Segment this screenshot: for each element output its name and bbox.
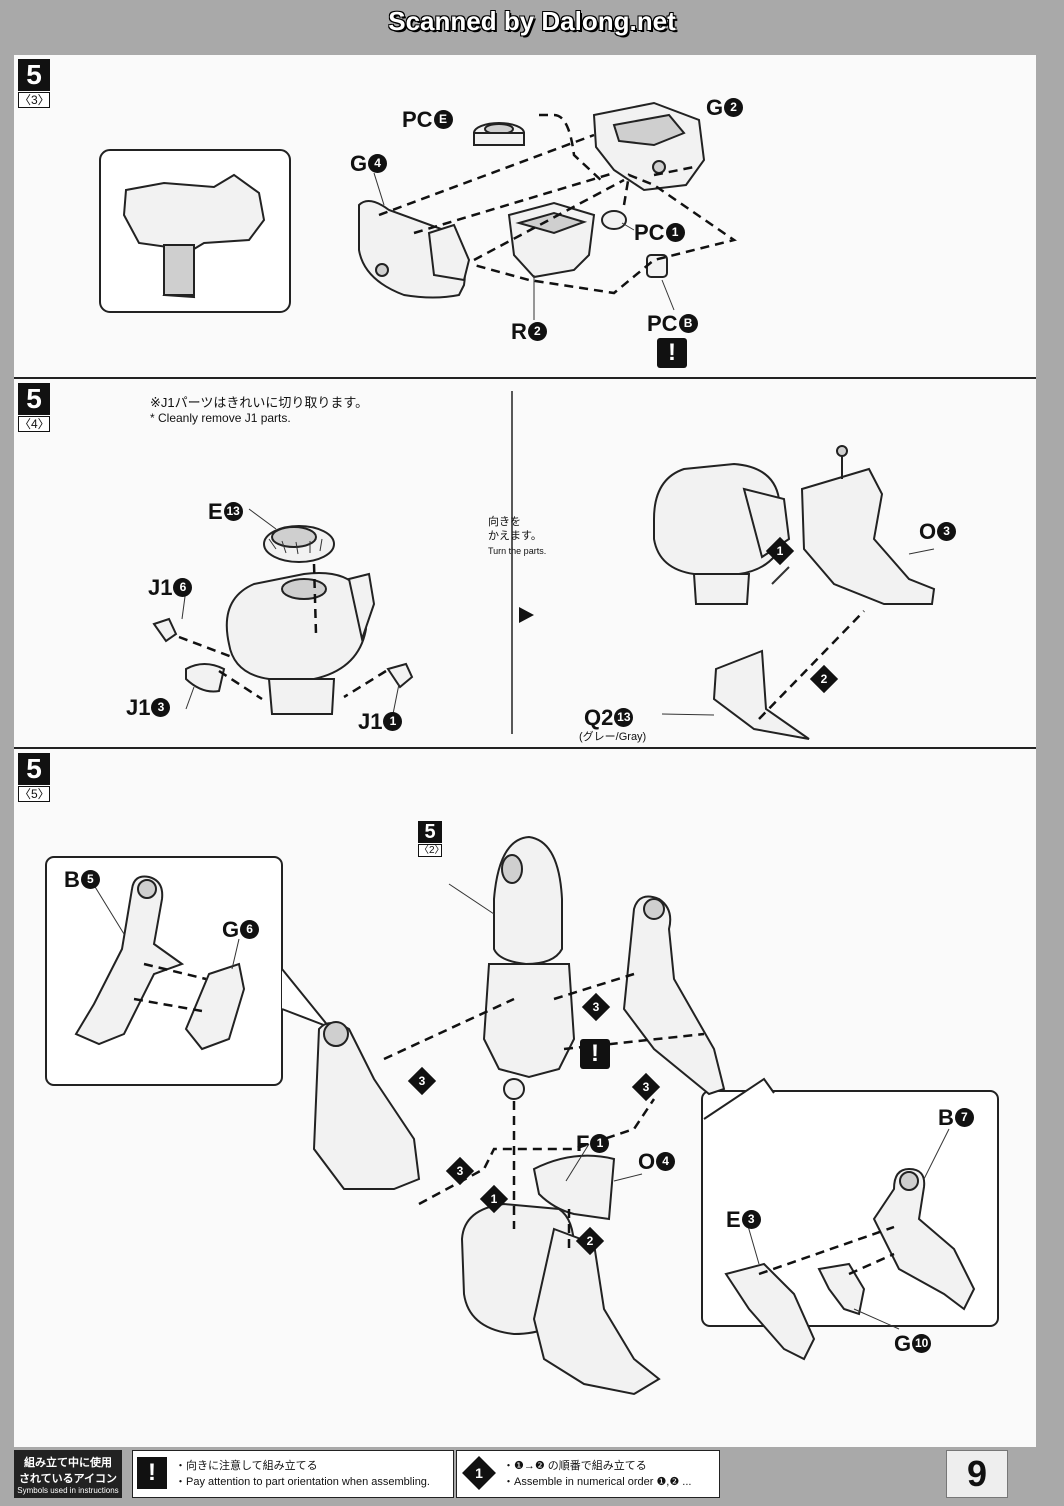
legend-orientation-jp: ・向きに注意して組み立てる: [175, 1460, 318, 1472]
step-1-icon: 1: [765, 536, 795, 566]
warning-icon: !: [137, 1457, 167, 1489]
part-pc-1: [601, 210, 627, 230]
part-j1-6: [152, 617, 178, 643]
orientation-warning-icon: !: [657, 338, 687, 368]
part-g4-hole: [375, 263, 389, 277]
page-number: 9: [946, 1450, 1008, 1498]
part-j1-1: [386, 662, 414, 689]
step-substep: 〈3〉: [18, 92, 50, 108]
legend-orientation-en: ・Pay attention to part orientation when …: [175, 1476, 430, 1488]
reference-step-badge: 5 〈2〉: [418, 821, 445, 857]
step-5-5-panel: 5 〈5〉: [14, 749, 1036, 1447]
part-g6: [184, 962, 246, 1051]
reference-step-number: 5: [418, 821, 442, 843]
part-ball: [503, 1078, 525, 1100]
note-japanese: ※J1パーツはきれいに切り取ります。: [150, 395, 369, 410]
turn-note-en: Turn the parts.: [488, 546, 547, 556]
legend-orientation: ! ・向きに注意して組み立てる ・Pay attention to part o…: [132, 1450, 454, 1498]
step-5-3-panel: 5 〈3〉: [14, 55, 1036, 379]
step-3-icon: 3: [581, 992, 611, 1022]
part-g2: [592, 101, 706, 192]
step-substep: 〈4〉: [18, 416, 50, 432]
step-number: 5: [18, 383, 50, 415]
turn-note-jp-2: かえます。: [488, 530, 542, 542]
step-3-icon: 3: [631, 1072, 661, 1102]
step-5-4-panel: 5 〈4〉 ※J1パーツはきれいに切り取ります。 * Cleanly remov…: [14, 379, 1036, 749]
step-2-icon: 2: [809, 664, 839, 694]
legend-order: 1 ・❶→❷ の順番で組み立てる ・Assemble in numerical …: [456, 1450, 720, 1498]
part-g4-hinge: [427, 223, 471, 282]
step-number: 5: [18, 59, 50, 91]
part-o3: [800, 467, 936, 605]
legend-title-jp-1: 組み立て中に使用: [24, 1457, 112, 1469]
inset-part: [122, 173, 266, 299]
legend-order-en: ・Assemble in numerical order ❶,❷ ...: [503, 1476, 692, 1488]
instruction-page: 5 〈3〉: [14, 55, 1036, 1447]
orientation-warning-icon: !: [580, 1039, 610, 1069]
part-j1-3: [185, 663, 226, 693]
part-b5: [74, 875, 185, 1046]
step-1-icon: 1: [479, 1184, 509, 1214]
scan-credit: Scanned by Dalong.net: [388, 6, 676, 36]
legend-title-jp-2: されているアイコン: [18, 1473, 118, 1485]
symbol-legend: 組み立て中に使用 されているアイコン Symbols used in instr…: [14, 1450, 1036, 1498]
q2-color-note: (グレー/Gray): [579, 731, 647, 743]
part-head-core: [493, 835, 563, 966]
step-number: 5: [18, 753, 50, 785]
part-side-left: [312, 1022, 421, 1190]
inset-peg: [163, 244, 195, 296]
step-5-5-illustration: [45, 835, 999, 1396]
step-3-icon: 3: [407, 1066, 437, 1096]
body-waist: [267, 678, 336, 715]
step-badge: 5 〈5〉: [18, 753, 50, 802]
part-b7: [872, 1167, 976, 1311]
legend-order-jp: ・❶→❷ の順番で組み立てる: [503, 1460, 647, 1472]
part-o3-installed: [532, 1227, 661, 1396]
part-e3: [724, 1262, 816, 1361]
legend-title-en: Symbols used in instructions: [17, 1486, 119, 1495]
step-2-icon: 2: [575, 1226, 605, 1256]
part-o4: [532, 1154, 616, 1221]
note-english: * Cleanly remove J1 parts.: [150, 411, 291, 425]
step-badge: 5 〈4〉: [18, 383, 50, 432]
part-q2-13: [712, 649, 810, 740]
step-badge: 5 〈3〉: [18, 59, 50, 108]
turn-note-jp-1: 向きを: [488, 516, 521, 528]
order-step-icon-label: 1: [475, 1465, 483, 1481]
step-5-4-illustration: [152, 391, 936, 740]
step-5-3-illustration: [99, 101, 737, 320]
reference-step-sub: 〈2〉: [418, 844, 445, 857]
legend-title: 組み立て中に使用 されているアイコン Symbols used in instr…: [14, 1450, 122, 1498]
step-3-icon: 3: [445, 1156, 475, 1186]
step-substep: 〈5〉: [18, 786, 50, 802]
part-side-right: [622, 895, 726, 1096]
order-step-icon: 1: [462, 1456, 496, 1490]
part-g10: [817, 1262, 866, 1316]
part-body-frame: [482, 963, 576, 1079]
